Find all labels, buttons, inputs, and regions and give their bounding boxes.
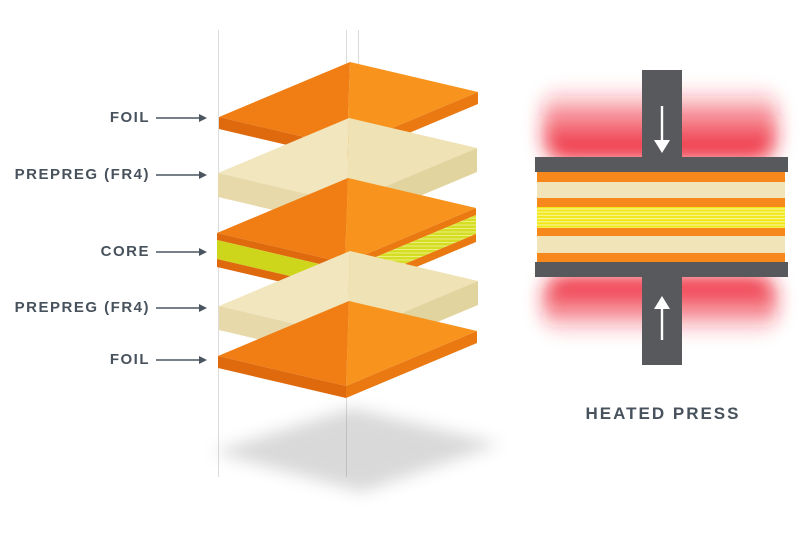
press-core-band [537, 207, 785, 228]
arrow-right-icon [156, 304, 207, 312]
heated-press-label: HEATED PRESS [585, 404, 741, 423]
label-foil-bottom: FOIL [109, 351, 150, 368]
arrow-right-icon [156, 356, 207, 364]
layer-foil-bottom [218, 301, 477, 398]
arrow-down-icon [654, 106, 670, 153]
arrow-right-icon [156, 248, 207, 256]
layer-foil-top [219, 62, 478, 159]
exploded-stack [156, 30, 500, 492]
label-prepreg-top: PREPREG (FR4) [14, 166, 150, 183]
label-prepreg-bottom: PREPREG (FR4) [14, 299, 150, 316]
label-foil-top: FOIL [109, 109, 150, 126]
press-board-layers [537, 172, 785, 263]
press-plate-top [535, 157, 788, 172]
heated-press [535, 70, 788, 365]
arrow-right-icon [156, 171, 207, 179]
arrow-up-icon [654, 296, 670, 340]
press-plate-bottom [535, 262, 788, 277]
stack-shadow [213, 408, 500, 492]
label-core: CORE [100, 243, 150, 260]
arrow-right-icon [156, 114, 207, 122]
label-arrows [156, 114, 207, 364]
